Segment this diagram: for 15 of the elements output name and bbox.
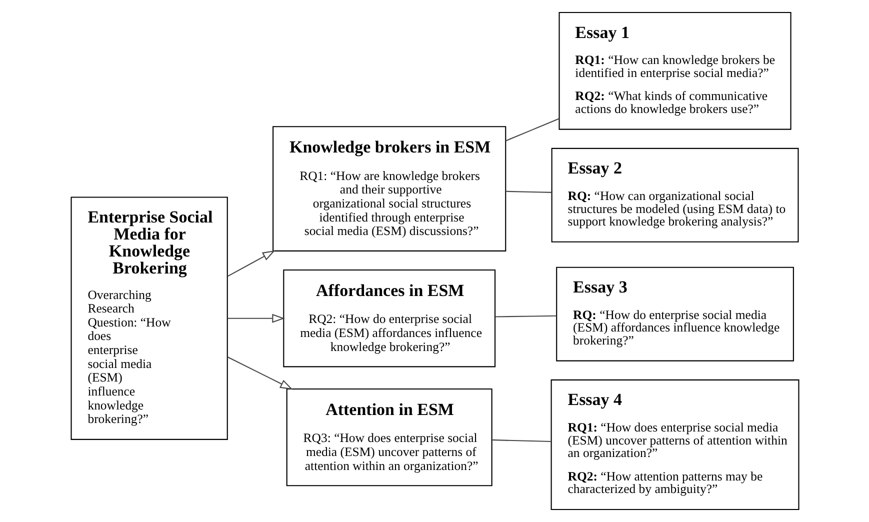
arrow [227,314,284,323]
node-box: Affordances in ESM RQ2: “How do enterprise social media (ESM) affordances influence knowledge brokering?” [282,270,496,368]
connector [505,190,552,193]
arrow [226,250,275,277]
connector [494,315,556,318]
node-box: Knowledge brokers in ESM RQ1: “How are knowledge brokers and their supportive organizational social structures identified through enterprise social media (ESM) discussions?” [272,126,506,252]
node-box: Essay 3 RQ: “How do enterprise social media (ESM) affordances influence knowledge brokering?” [556,266,794,362]
connector [505,118,559,142]
node-box: Attention in ESM RQ3: “How does enterprise social media (ESM) uncover patterns of attention within an organization?” [286,388,492,486]
node-box: Enterprise Social Media for Knowledge Brokering Overarching Research Question: “How does enterprise social media (ESM) influence knowledge brokering?” [70,196,228,440]
node-box: Essay 2 RQ: “How can organizational social structures be modeled (using ESM data) to support knowledge brokering analysis?” [550,148,798,242]
node-box: Essay 4 RQ1: “How does enterprise social media (ESM) uncover patterns of attention within an organization?” RQ2: “How attention patterns may be characterized by ambiguity?” [550,379,799,510]
connector [491,439,550,442]
node-box: Essay 1 RQ1: “How can knowledge brokers be identified in enterprise social media?” RQ2: “What kinds of communicative actions do knowledge brokers use?” [558,12,791,130]
arrow [226,356,292,390]
